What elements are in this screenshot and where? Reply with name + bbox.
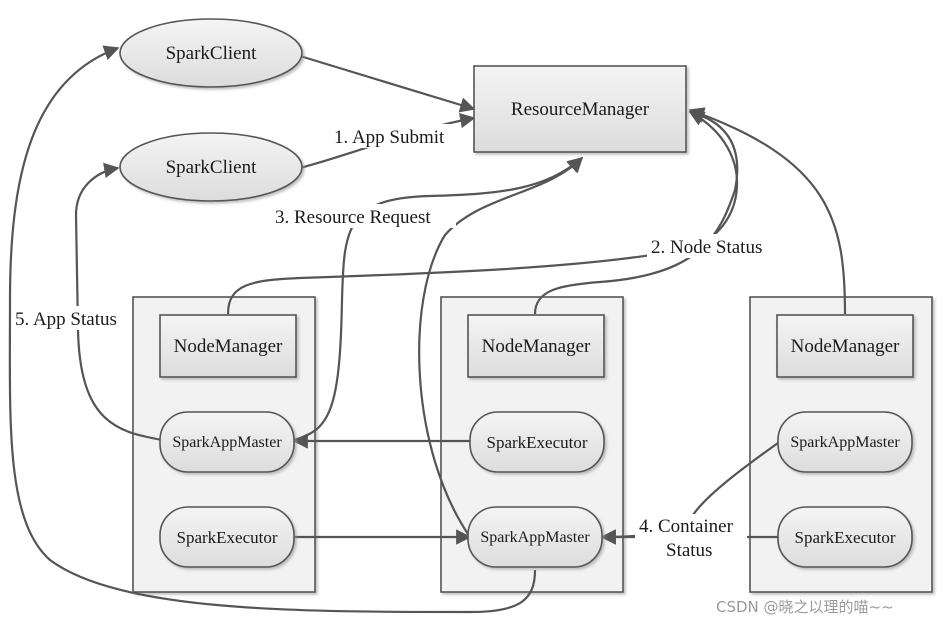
node-manager-2 (467, 314, 605, 378)
edge-app-status (8, 45, 537, 614)
label-app-status: 5. App Status (15, 309, 117, 330)
edge-node-status-3 (688, 107, 847, 315)
spark-client-1-label: SparkClient (166, 43, 257, 64)
spark-client-2-label: SparkClient (166, 157, 257, 178)
resource-manager (473, 65, 687, 153)
executor-1-label: SparkExecutor (176, 528, 277, 547)
node-manager-3 (776, 314, 914, 378)
label-container-status-1: 4. Container (639, 516, 734, 537)
label-app-submit: 1. App Submit (334, 127, 445, 148)
app-master-1 (159, 411, 295, 473)
app-master-3 (777, 411, 913, 473)
edge-client1-to-rm (299, 54, 476, 113)
label-container-status-2: Status (666, 540, 712, 561)
executor-2-label: SparkExecutor (486, 433, 587, 452)
label-resource-request: 3. Resource Request (275, 207, 431, 228)
spark-client-2 (119, 132, 303, 202)
executor-2 (469, 411, 605, 473)
executor-3-label: SparkExecutor (794, 528, 895, 547)
node-manager-1-label: NodeManager (174, 336, 283, 357)
watermark: CSDN @晓之以理的喵~~ (716, 598, 894, 616)
node-manager-1 (159, 314, 297, 378)
app-master-2-label: SparkAppMaster (480, 529, 590, 546)
app-master-1-label: SparkAppMaster (172, 434, 282, 451)
executor-3 (777, 506, 913, 568)
executor-1 (159, 506, 295, 568)
node-manager-2-label: NodeManager (482, 336, 591, 357)
label-node-status: 2. Node Status (651, 237, 762, 258)
edge-node-status-1 (226, 111, 739, 315)
app-master-2 (467, 506, 603, 568)
resource-manager-label: ResourceManager (511, 99, 650, 120)
node-manager-3-label: NodeManager (791, 336, 900, 357)
spark-client-1 (119, 18, 303, 88)
app-master-3-label: SparkAppMaster (790, 434, 900, 451)
edge-appmaster1-to-client2 (74, 162, 163, 442)
edge-appmaster2-to-rm (418, 156, 584, 538)
